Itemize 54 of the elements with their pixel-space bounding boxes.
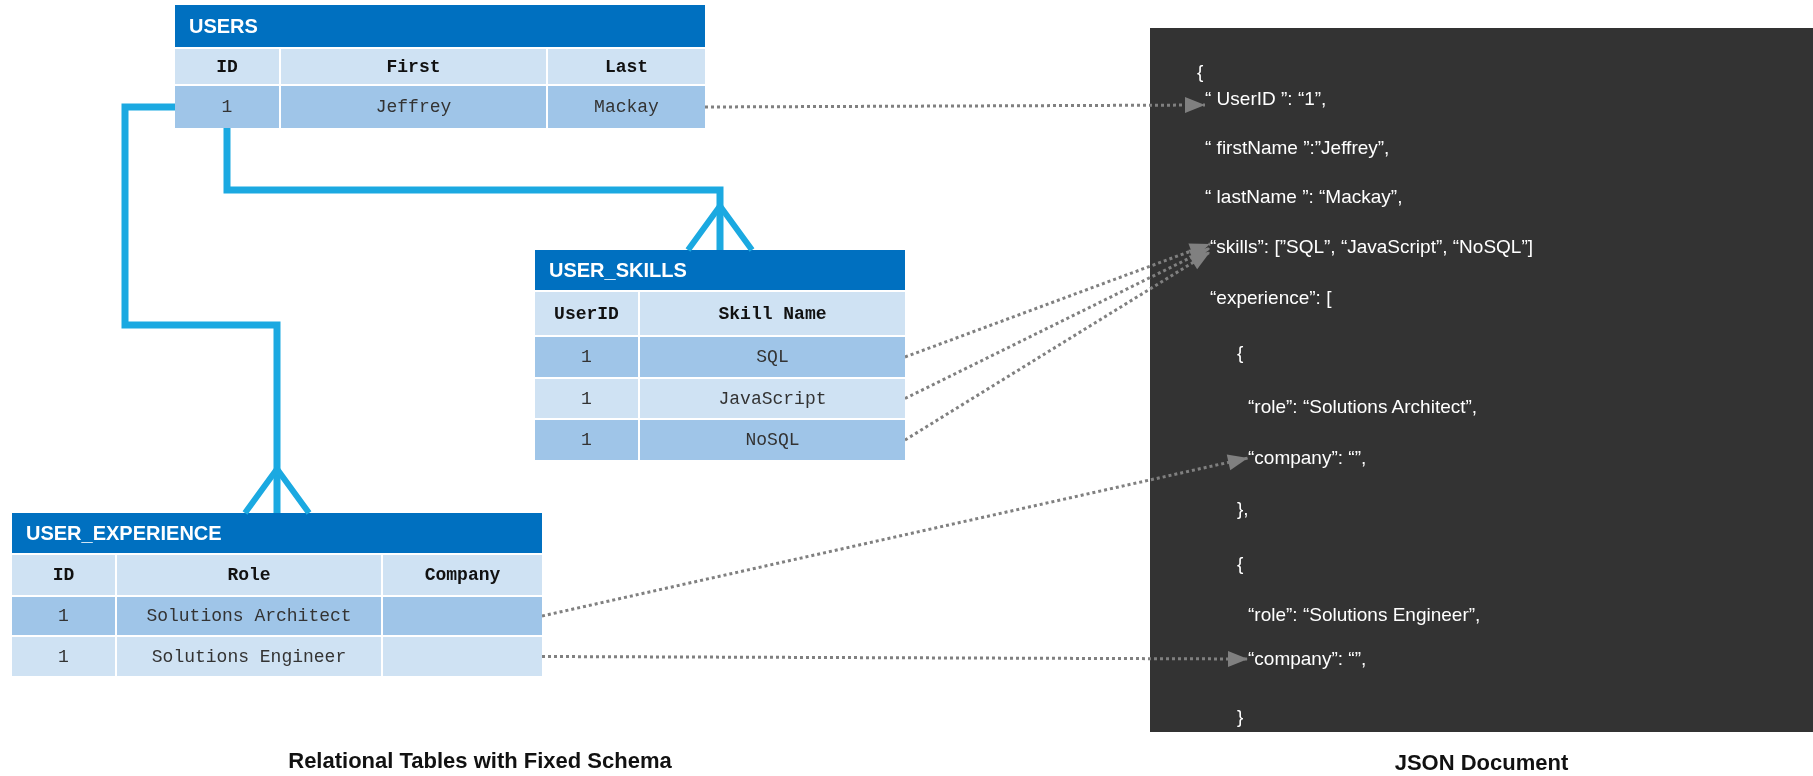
dotted-arrow: [542, 650, 1248, 667]
table-cell: 1: [535, 337, 638, 377]
crows-foot-connector: [223, 128, 755, 253]
code-line: {: [1237, 551, 1244, 577]
table-cell: 1: [12, 597, 115, 635]
table-cell: NoSQL: [640, 420, 905, 460]
database-table: [12, 513, 542, 678]
code-line: }: [1237, 704, 1244, 730]
code-line: “company”: “”,: [1248, 646, 1367, 672]
code-line: “ UserID ”: “1”,: [1205, 86, 1327, 112]
table-cell: JavaScript: [640, 379, 905, 418]
table-cell: [383, 637, 542, 676]
code-line: {: [1237, 340, 1244, 366]
database-table: [535, 250, 905, 462]
database-table: [175, 5, 705, 130]
code-line: “ lastName ”: “Mackay”,: [1205, 184, 1403, 210]
table-cell: Mackay: [548, 86, 705, 128]
table-cell: 1: [535, 420, 638, 460]
column-header: Last: [548, 49, 705, 84]
dotted-arrow: [904, 242, 1211, 359]
table-cell: 1: [535, 379, 638, 418]
column-header: Skill Name: [640, 292, 905, 335]
panel-caption: JSON Document: [1393, 750, 1570, 776]
table-cell: Solutions Architect: [117, 597, 381, 635]
code-line: },: [1237, 496, 1249, 522]
code-line: “role”: “Solutions Architect”,: [1248, 394, 1478, 420]
table-cell: SQL: [640, 337, 905, 377]
table-title-bar: USER_SKILLS: [535, 250, 905, 290]
table-cell: Jeffrey: [281, 86, 546, 128]
code-line: “role”: “Solutions Engineer”,: [1248, 602, 1481, 628]
table-title-bar: USERS: [175, 5, 705, 47]
dotted-arrow: [705, 97, 1205, 114]
code-line: “ firstName ”:”Jeffrey”,: [1205, 135, 1390, 161]
column-header: Role: [117, 555, 381, 595]
code-line: “company”: “”,: [1248, 445, 1367, 471]
code-line: “experience”: [: [1210, 285, 1332, 311]
table-cell: 1: [175, 86, 279, 128]
crows-foot-connector: [121, 103, 312, 516]
code-line: “skills”: [”SQL”, “JavaScript”, “NoSQL”]: [1210, 234, 1534, 260]
code-panel: [1150, 28, 1813, 732]
column-header: ID: [175, 49, 279, 84]
dotted-arrow: [904, 246, 1211, 400]
dotted-arrow: [541, 454, 1249, 618]
column-header: ID: [12, 555, 115, 595]
column-header: First: [281, 49, 546, 84]
column-header: UserID: [535, 292, 638, 335]
table-cell: 1: [12, 637, 115, 676]
table-title-bar: USER_EXPERIENCE: [12, 513, 542, 553]
figure-caption: Relational Tables with Fixed Schema: [287, 748, 673, 774]
dotted-arrow: [904, 250, 1211, 442]
table-cell: [383, 597, 542, 635]
code-line: {: [1197, 59, 1204, 85]
table-cell: Solutions Engineer: [117, 637, 381, 676]
column-header: Company: [383, 555, 542, 595]
